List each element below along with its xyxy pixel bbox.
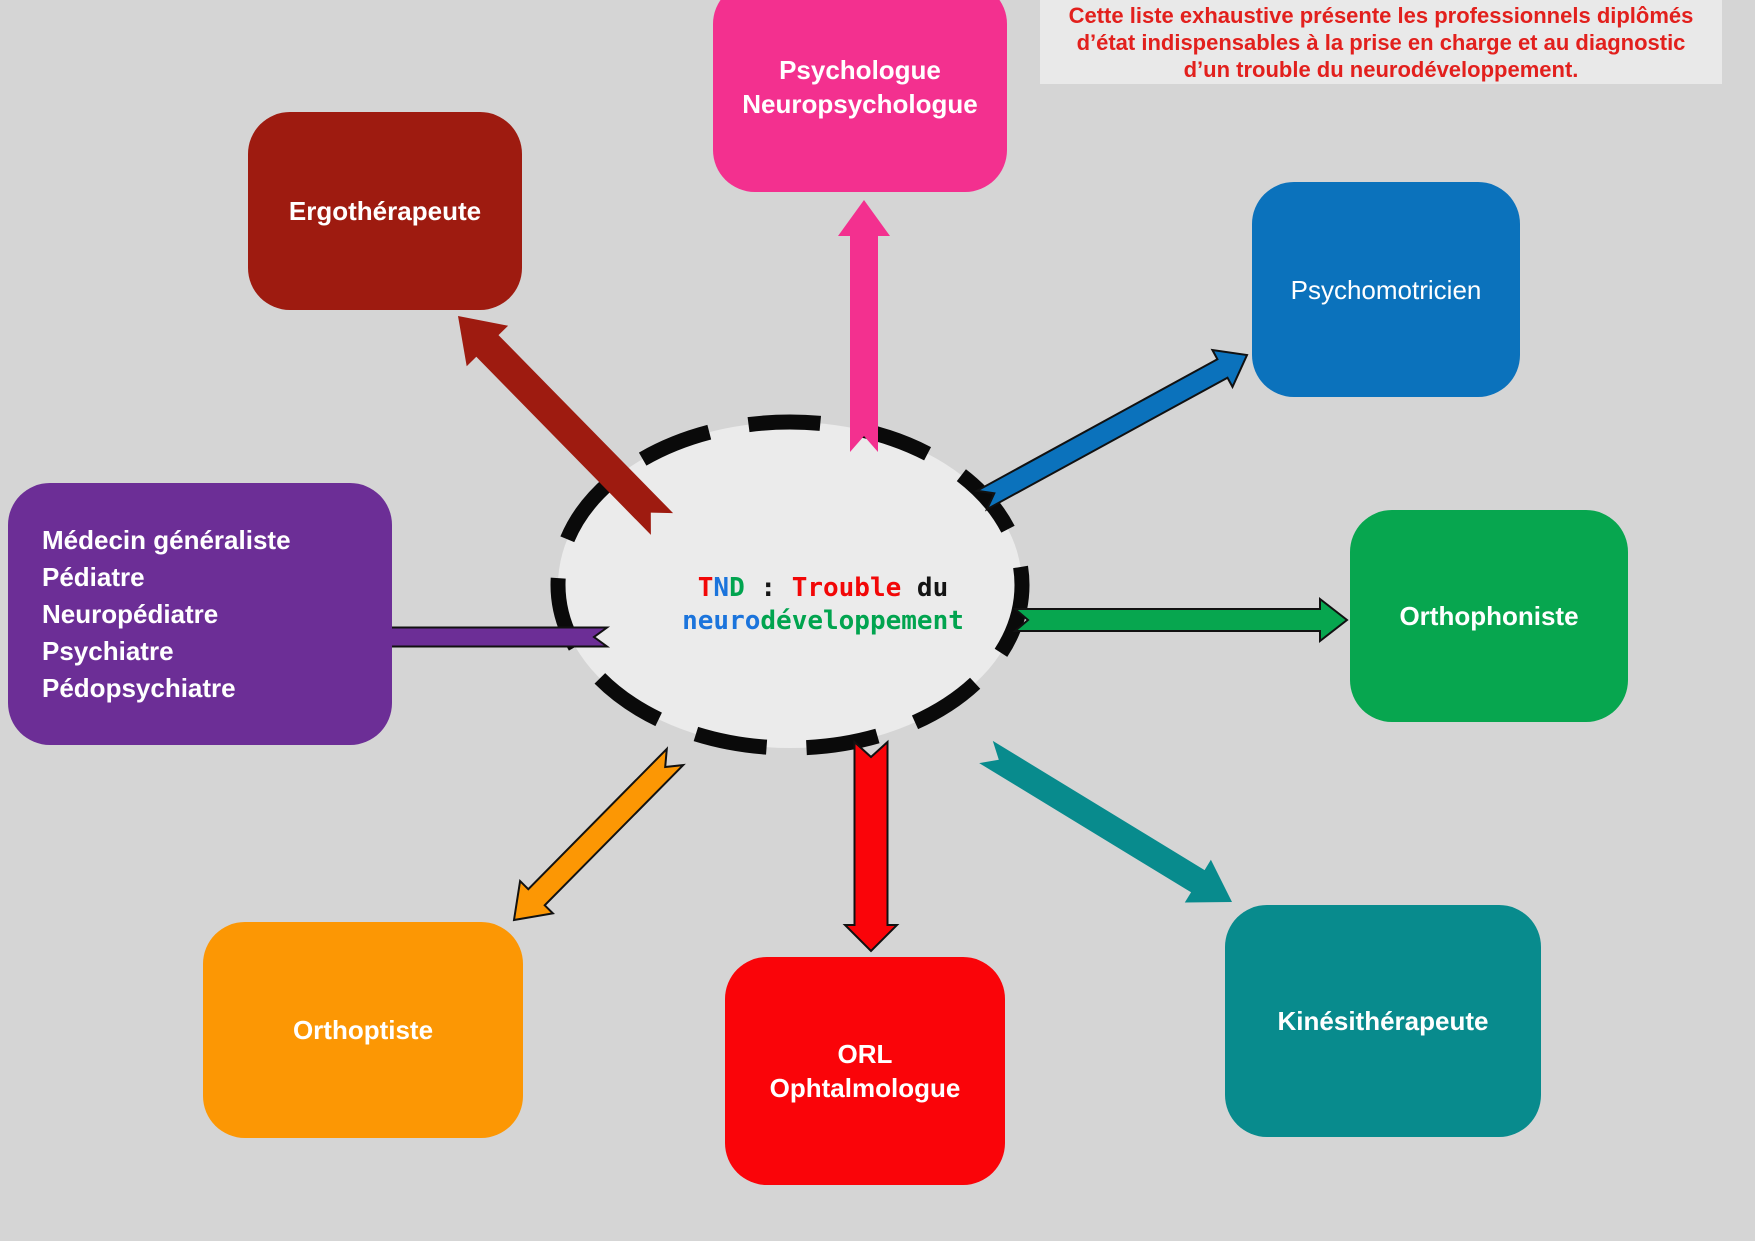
box-medecins-line: Neuropédiatre xyxy=(42,598,219,629)
arrow-orl xyxy=(842,739,900,953)
box-orthoptiste-line: Orthoptiste xyxy=(292,1015,434,1045)
center-label-line-2: neurodéveloppement xyxy=(682,605,964,638)
box-orl-line: Ophtalmologue xyxy=(769,1073,961,1103)
box-medecins-line: Pédiatre xyxy=(42,561,145,592)
center-label-segment: : xyxy=(744,573,792,603)
box-medecins-line: Médecin généraliste xyxy=(42,524,291,555)
box-kinesitherapeute: Kinésithérapeute xyxy=(1225,905,1541,1137)
center-label-segment: T xyxy=(697,573,714,603)
center-label-segment: D xyxy=(729,573,745,603)
arrow-ergotherapeute xyxy=(458,316,674,535)
box-kinesitherapeute-line: Kinésithérapeute xyxy=(1277,1006,1489,1036)
box-psychologue-line: Neuropsychologue xyxy=(742,89,978,119)
box-orthoptiste: Orthoptiste xyxy=(203,922,523,1138)
center-label-segment: N xyxy=(713,573,730,603)
box-orthophoniste: Orthophoniste xyxy=(1350,510,1628,722)
box-psychomotricien-line: Psychomotricien xyxy=(1290,274,1482,305)
box-orl: ORL Ophtalmologue xyxy=(725,957,1005,1185)
box-psychologue: Psychologue Neuropsychologue xyxy=(713,0,1007,192)
box-medecins-line: Psychiatre xyxy=(42,635,174,666)
arrow-kinesitherapeute xyxy=(979,740,1232,903)
box-medecins: Médecin généraliste Pédiatre Neuropédiat… xyxy=(8,483,392,745)
box-ergotherapeute: Ergothérapeute xyxy=(248,112,522,310)
center-label-segment: développement xyxy=(760,606,964,636)
arrow-psychologue xyxy=(838,200,890,452)
box-ergotherapeute-line: Ergothérapeute xyxy=(288,196,482,226)
note-line: d’état indispensables à la prise en char… xyxy=(1076,29,1686,55)
box-medecins-line: Pédopsychiatre xyxy=(42,672,236,703)
center-label-segment: du xyxy=(901,573,949,603)
box-psychomotricien: Psychomotricien xyxy=(1252,182,1520,397)
note-line: d’un trouble du neurodéveloppement. xyxy=(1183,56,1579,82)
center-label-segment: Trouble xyxy=(791,573,902,603)
center-ellipse-dashed-ring xyxy=(550,414,1030,756)
arrow-psychomotricien xyxy=(973,348,1249,512)
center-label-line-1: TND : Trouble du xyxy=(682,572,964,605)
center-ellipse xyxy=(558,422,1022,748)
note-line: Cette liste exhaustive présente les prof… xyxy=(1068,2,1694,28)
box-orthophoniste-line: Orthophoniste xyxy=(1399,601,1579,631)
note-banner: Cette liste exhaustive présente les prof… xyxy=(1040,0,1722,84)
box-orl-line: ORL xyxy=(837,1039,893,1069)
arrow-orthoptiste xyxy=(512,746,686,922)
arrow-orthophoniste xyxy=(1012,596,1349,644)
center-label: TND : Trouble du neurodéveloppement xyxy=(682,572,964,638)
center-label-segment: neuro xyxy=(682,606,761,636)
box-psychologue-line: Psychologue xyxy=(779,55,941,85)
